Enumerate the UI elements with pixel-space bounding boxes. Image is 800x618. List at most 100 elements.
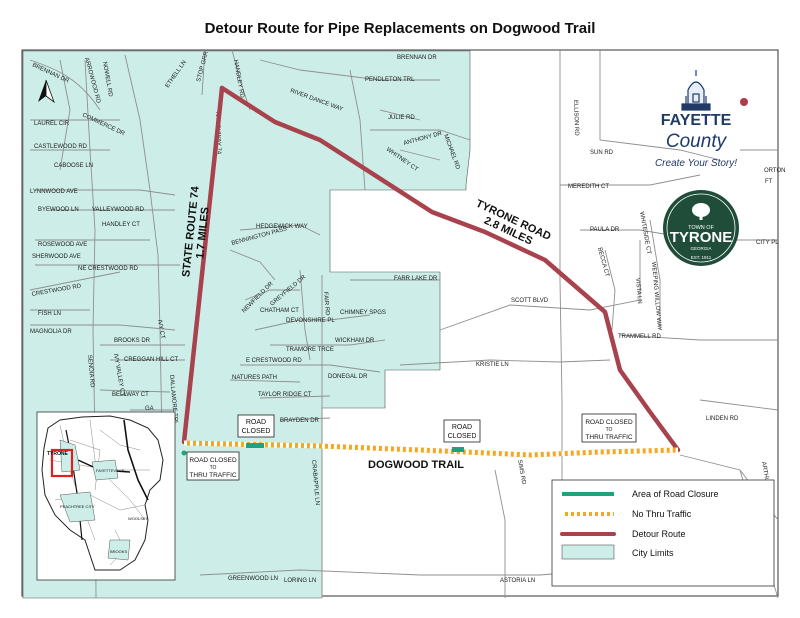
street-label: IVY CT <box>156 319 165 339</box>
street-label: CRABAPPLE LN <box>310 460 320 506</box>
street-label: SCOTT BLVD <box>511 298 549 304</box>
street-label: ARTHUR CT <box>760 461 772 496</box>
legend-item-detour: Detour Route <box>560 529 686 539</box>
street-label: TAYLOR RIDGE CT <box>258 392 312 398</box>
sign-line: ROAD <box>452 424 472 431</box>
street-label: TRAMMELL RD <box>618 334 661 340</box>
legend-label: No Thru Traffic <box>632 509 692 519</box>
thru-traffic-sign-right: ROAD CLOSED TO THRU TRAFFIC <box>581 413 637 443</box>
street-label: KRISTIE LN <box>476 362 509 368</box>
street-label: CHIMNEY SPGS <box>340 310 386 316</box>
street-label: LINDEN RD <box>706 416 739 422</box>
street-label: FISH LN <box>38 311 61 317</box>
legend-item-road-closure: Area of Road Closure <box>562 489 719 499</box>
sign-line: CLOSED <box>448 433 477 440</box>
road-closure-segment-1 <box>246 443 264 448</box>
street-label: PENDLETON TRL <box>365 77 415 83</box>
street-label: LAUREL CIR <box>34 121 70 127</box>
street-label: LYNNWOOD AVE <box>30 189 78 195</box>
street-label: ELLISON RD <box>572 100 579 137</box>
street-label: SHERWOOD AVE <box>32 254 81 260</box>
street-label: VALLEYWOOD RD <box>92 207 145 213</box>
street-label: CITY PL <box>756 240 779 246</box>
thru-traffic-sign-left: ROAD CLOSED TO THRU TRAFFIC <box>186 451 240 481</box>
tyrone-town-of: TOWN OF <box>688 225 715 231</box>
sign-line: THRU TRAFFIC <box>189 472 236 479</box>
street-label: CABOOSE LN <box>54 163 93 169</box>
street-label: WICKHAM DR <box>335 338 375 344</box>
road-closed-sign-2: ROAD CLOSED <box>443 419 481 443</box>
sign-line: TO <box>210 465 217 471</box>
street-label: SENOIA RD <box>86 355 95 389</box>
street-label: VISTA LN <box>634 278 642 304</box>
street-label: BYEWOOD LN <box>38 207 79 213</box>
detour-route-state-route <box>181 85 225 445</box>
legend-label: Area of Road Closure <box>632 489 719 499</box>
street-label: BELLWAY CT <box>112 392 149 398</box>
street-label: MEREDITH CT <box>568 184 609 190</box>
road-closure-segment-2 <box>452 447 464 452</box>
tyrone-state: GEORGIA <box>690 246 711 251</box>
inset-label-brooks: BROOKS <box>110 549 127 554</box>
legend-label: City Limits <box>632 548 674 558</box>
no-thru-traffic-dogwood <box>183 440 679 458</box>
street-label: FARR LAKE DR <box>394 276 438 282</box>
dogwood-trail-label: DOGWOOD TRAIL <box>368 459 464 471</box>
street-label: CASTLEWOOD RD <box>34 144 88 150</box>
sign-line: CLOSED <box>242 428 271 435</box>
fayette-county-text: County <box>666 131 728 152</box>
street-label: SUN RD <box>590 150 614 156</box>
inset-label-fayetteville: FAYETTEVILLE <box>96 468 125 473</box>
street-label: GREENWOOD LN <box>228 576 278 582</box>
road-closed-sign-1: ROAD CLOSED <box>237 414 275 438</box>
inset-highlight <box>50 448 74 478</box>
street-label: WEEPING WILLOW WAY <box>650 262 662 331</box>
tyrone-est: EST. 1911 <box>691 255 712 260</box>
fayette-slogan: Create Your Story! <box>655 158 737 169</box>
street-label: FAIR RD <box>322 292 330 317</box>
sign-line: ROAD CLOSED <box>189 457 237 464</box>
street-label: LORING LN <box>284 578 316 584</box>
street-label: ORTON <box>764 168 785 174</box>
street-label: BRENNAN DR <box>397 55 437 61</box>
sign-line: TO <box>606 427 613 433</box>
inset-label-peachtree: PEACHTREE CITY <box>60 504 95 509</box>
sign-line: THRU TRAFFIC <box>585 434 632 441</box>
street-label: MAGNOLIA DR <box>30 329 72 335</box>
legend-item-city-limits: City Limits <box>561 544 674 560</box>
street-label: DEVONSHIRE PL <box>286 318 335 324</box>
inset-label-woolsey: WOOLSEY <box>128 516 149 521</box>
fayette-name: FAYETTE <box>661 112 732 129</box>
street-label: ASTORIA LN <box>500 578 535 584</box>
street-label: GA <box>145 406 154 412</box>
legend-label: Detour Route <box>632 529 686 539</box>
street-label: BROOKS DR <box>114 338 151 344</box>
logo-dot <box>740 98 748 106</box>
courthouse-icon <box>681 70 711 111</box>
street-label: CREGGAN HILL CT <box>124 357 178 363</box>
street-label: TRAMORE TRCE <box>286 347 334 353</box>
street-label: BRAYDEN DR <box>280 418 320 424</box>
street-label: HEDGEWICK WAY <box>256 224 308 230</box>
street-label: E CRESTWOOD RD <box>246 358 302 364</box>
street-label: PAULA DR <box>590 227 620 233</box>
street-label: DALLAMORE TRL <box>168 375 178 426</box>
sign-line: ROAD <box>246 419 266 426</box>
street-label: FT <box>765 179 773 185</box>
map-legend: Area of Road Closure No Thru Traffic Det… <box>551 479 775 587</box>
tree-icon <box>692 203 710 220</box>
street-label: DONEGAL DR <box>328 374 368 380</box>
detour-route-tyrone-road <box>219 85 681 453</box>
sign-line: ROAD CLOSED <box>585 419 633 426</box>
street-label: SIMS RD <box>516 459 526 485</box>
legend-item-no-thru: No Thru Traffic <box>562 509 692 519</box>
north-arrow-icon <box>38 79 55 104</box>
fayette-county-logo: FAYETTE County Create Your Story! <box>655 70 748 169</box>
street-label: CHATHAM CT <box>260 308 299 314</box>
street-label: NE CRESTWOOD RD <box>78 266 139 272</box>
state-route-miles: 1.7 MILES <box>194 206 211 259</box>
street-label: JULIE RD <box>388 115 415 121</box>
tyrone-name: TYRONE <box>670 229 733 246</box>
road-closure-point <box>181 450 187 456</box>
